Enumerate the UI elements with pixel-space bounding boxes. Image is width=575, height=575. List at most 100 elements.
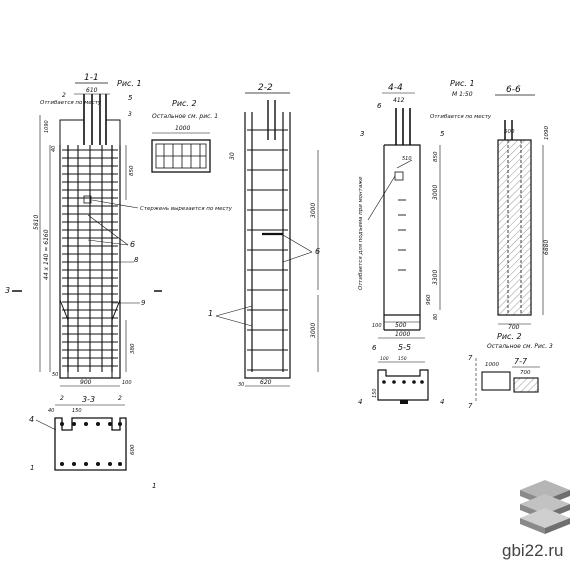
dim-30: 30 xyxy=(229,152,236,160)
dim-3000-c: 3000 xyxy=(432,185,439,200)
cut-rod-note: Стержень вырезается по месту xyxy=(140,206,233,212)
dim-500-b: 500 xyxy=(504,129,515,135)
mark-1-mid: 1 xyxy=(208,309,213,318)
rebar-dot xyxy=(118,462,122,466)
fig2-label-b: Рис. 2 xyxy=(497,332,522,341)
dim-40: 40 xyxy=(51,146,57,152)
view-5-5: 5-5 100 150 4 4 150 xyxy=(358,343,444,406)
dim-600: 600 xyxy=(130,444,136,455)
dim-960: 960 xyxy=(426,294,432,305)
rebar-dot xyxy=(96,462,100,466)
dim-1080: 1090 xyxy=(544,126,550,140)
view-title-3-3: 3-3 xyxy=(82,395,95,404)
dim-700: 700 xyxy=(508,324,520,331)
mark-6-bottom: 6 xyxy=(372,344,377,352)
dim-150-c: 150 xyxy=(372,388,378,398)
view-title-4-4: 4-4 xyxy=(388,83,403,93)
mark-3-b: 3 xyxy=(360,130,364,138)
rebar-dot xyxy=(84,462,88,466)
dim-100-b: 100 xyxy=(372,323,382,329)
rebar-dot xyxy=(60,462,64,466)
mark-2-bottom-r: 2 xyxy=(118,395,122,402)
dim-40-b: 40 xyxy=(48,408,54,414)
dim-700-b: 700 xyxy=(520,370,531,376)
dim-620: 620 xyxy=(260,379,272,386)
view-title-1-1: 1-1 xyxy=(84,73,99,83)
rebar-dot xyxy=(96,422,100,426)
dim-412: 412 xyxy=(393,97,405,104)
rebar-dot xyxy=(84,422,88,426)
mark-5: 5 xyxy=(128,94,133,102)
logo-icon xyxy=(520,480,570,534)
watermark: gbi22.ru xyxy=(502,541,563,560)
see-fig3-note: Остальное см. Рис. 3 xyxy=(487,343,553,350)
mark-5-b: 5 xyxy=(440,130,445,138)
bend-note-2: Отгибается по месту xyxy=(430,114,492,120)
view-1-1: 1-1 Рис. 1 610 2 Отгибается по месту 5 3… xyxy=(5,73,233,402)
dim-1090: 1090 xyxy=(44,120,50,133)
rebar-dot xyxy=(392,380,396,384)
rebar-dot xyxy=(402,380,406,384)
dim-3000-a: 3000 xyxy=(310,203,317,218)
mark-6-left: 6 xyxy=(130,240,135,249)
mark-1-r: 1 xyxy=(152,482,156,490)
view-4-4: 4-4 Рис. 1 М 1:50 412 6 Отгибается по ме… xyxy=(358,79,492,352)
fig2-label: Рис. 2 xyxy=(172,99,197,108)
dim-3300: 3300 xyxy=(432,270,439,285)
mark-6-mid: 6 xyxy=(315,247,320,256)
rebar-dot xyxy=(420,380,424,384)
view-3-3: 3-3 40 150 4 600 1 1 xyxy=(29,395,156,490)
mark-3: 3 xyxy=(128,111,132,118)
view-6-6: 6-6 500 1090 6880 700 Рис. 2 Остальное с… xyxy=(487,85,553,350)
bend-note-1: Отгибается по месту xyxy=(40,100,102,106)
scale-label: М 1:50 xyxy=(452,91,473,98)
mark-2-bottom: 2 xyxy=(60,395,64,402)
rebar-dot xyxy=(108,462,112,466)
view-title-7-7: 7-7 xyxy=(514,357,528,366)
dim-850-b: 850 xyxy=(433,151,439,162)
rebar-dot xyxy=(72,462,76,466)
dim-100-c: 100 xyxy=(380,356,389,362)
see-fig1-note: Остальное см. рис. 1 xyxy=(152,113,218,120)
dim-150: 150 xyxy=(72,408,82,414)
dim-100: 100 xyxy=(122,380,132,386)
fig1-label-b: Рис. 1 xyxy=(450,79,475,88)
view-title-2-2: 2-2 xyxy=(258,83,273,93)
rebar-dot xyxy=(382,380,386,384)
dim-510: 510 xyxy=(402,156,412,162)
dim-380: 380 xyxy=(130,343,136,354)
mark-1: 1 xyxy=(30,464,34,472)
rebar-dot xyxy=(60,422,64,426)
mark-8: 8 xyxy=(134,256,139,264)
mark-2: 2 xyxy=(62,92,66,99)
mark-7-b: 7 xyxy=(468,402,473,410)
view-7-7: 7 7 1000 7-7 700 xyxy=(468,354,540,410)
dim-1000-b: 1000 xyxy=(395,331,410,338)
dim-50: 50 xyxy=(52,372,58,378)
dim-500: 500 xyxy=(395,322,407,329)
mark-4-c: 4 xyxy=(440,398,444,406)
rebar-dot xyxy=(118,422,122,426)
dim-1000-c: 1000 xyxy=(485,362,499,368)
rebar-dot xyxy=(108,422,112,426)
dim-5810: 5810 xyxy=(33,215,40,230)
view-2-2: 2-2 3000 3000 30 620 30 6 1 xyxy=(208,83,320,388)
fig2-top-panel: Рис. 2 Остальное см. рис. 1 1000 xyxy=(151,99,218,173)
dim-3000-b: 3000 xyxy=(310,323,317,338)
dim-850: 850 xyxy=(129,165,135,176)
dim-610: 610 xyxy=(86,87,98,94)
view-title-5-5: 5-5 xyxy=(398,343,411,352)
mark-4-b: 4 xyxy=(358,398,362,406)
rebar-dot xyxy=(412,380,416,384)
rebar-dot xyxy=(72,422,76,426)
dim-900: 900 xyxy=(80,379,92,386)
mark-7-a: 7 xyxy=(468,354,473,362)
dim-total-left: 44 х 140 = 6160 xyxy=(43,229,50,280)
mark-4: 4 xyxy=(29,415,34,424)
dim-6880: 6880 xyxy=(543,240,550,255)
view-title-6-6: 6-6 xyxy=(506,85,521,95)
section-mark-3: 3 xyxy=(5,286,10,295)
fig1-label: Рис. 1 xyxy=(117,79,142,88)
dim-150-b: 150 xyxy=(398,356,407,362)
